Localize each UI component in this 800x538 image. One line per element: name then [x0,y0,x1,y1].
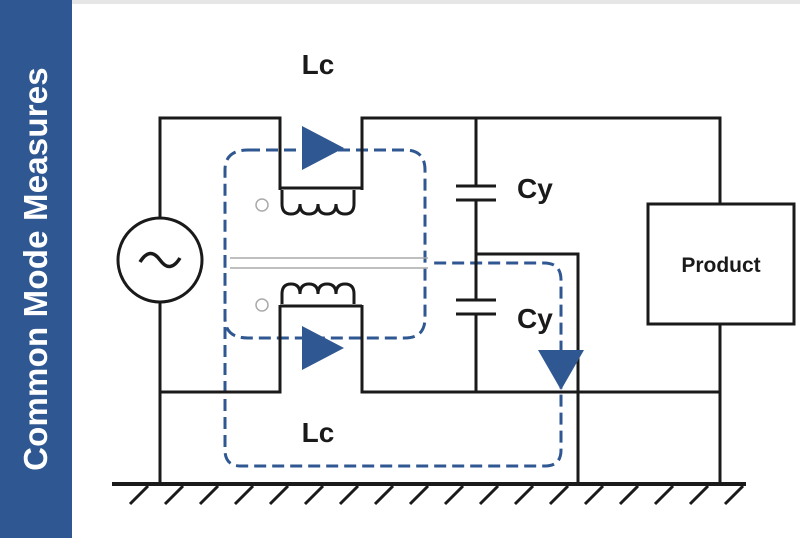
dot-bottom [255,298,269,312]
product-rect [646,202,796,326]
hatch-1 [128,484,150,506]
ac-source-wave [138,251,182,269]
hatch-3 [198,484,220,506]
hatch-2 [163,484,185,506]
top-divider [72,0,800,4]
dot-top [255,198,269,212]
product-box: Product [646,202,796,326]
inductor-top-coil [280,190,356,216]
hatch-17 [688,484,710,506]
arrow-right-down [538,350,584,390]
cap-top-label: Cy [517,173,553,204]
hatch-9 [408,484,430,506]
inductor-icon [280,190,356,304]
wire-cap-ground [476,252,580,484]
hatch-16 [653,484,675,506]
hatch-7 [338,484,360,506]
hatch-6 [303,484,325,506]
inductor-core [230,198,428,312]
wires [158,116,722,484]
side-banner: Common Mode Measures [0,0,72,538]
hatch-5 [268,484,290,506]
wire-bottom-left [160,305,282,394]
hatch-4 [233,484,255,506]
inductor-top-label: Lc [302,49,335,80]
common-mode-current-path [223,148,563,468]
wire-top-right [360,116,722,204]
hatch-15 [618,484,640,506]
ground-icon [112,482,746,506]
wire-bottom-right [360,305,722,394]
ac-source-icon [116,216,204,304]
inner-current-loop [223,148,427,340]
hatch-8 [373,484,395,506]
hatch-10 [443,484,465,506]
product-label: Product [681,254,760,277]
hatch-18 [723,484,745,506]
hatch-14 [583,484,605,506]
hatch-12 [513,484,535,506]
current-arrow-icon [302,126,584,390]
inductor-bottom-coil [280,282,356,304]
cap-bottom-label: Cy [517,303,553,334]
inductor-bottom-label: Lc [302,417,335,448]
hatch-13 [548,484,570,506]
arrow-bottom [302,326,344,370]
hatch-11 [478,484,500,506]
wire-top-left [158,116,282,484]
outer-current-loop [223,255,563,468]
capacitor-icon [456,184,496,316]
arrow-top [302,126,344,170]
